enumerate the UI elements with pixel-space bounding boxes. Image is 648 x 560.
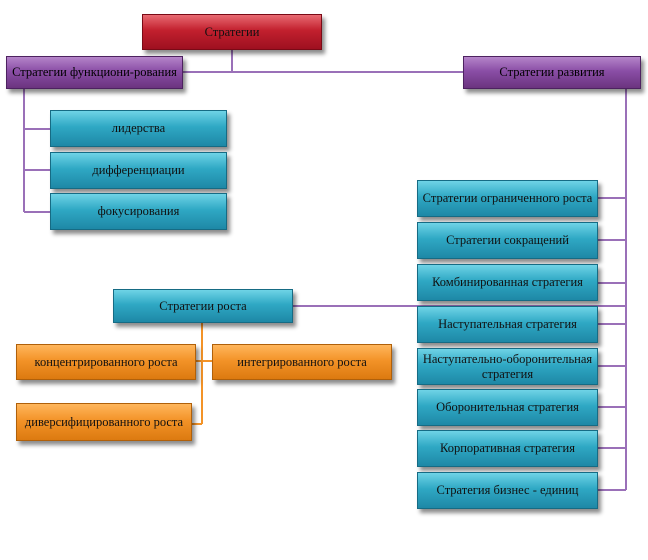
growth-label: Стратегии роста bbox=[159, 298, 247, 313]
growth-child-label: концентрированного роста bbox=[34, 354, 178, 369]
development-child-label: Стратегии сокращений bbox=[446, 233, 569, 248]
development-child-label: Оборонительная стратегия bbox=[436, 400, 579, 415]
growth-child-label: диверсифицированного роста bbox=[24, 414, 184, 429]
functioning-child-3: фокусирования bbox=[50, 193, 227, 230]
development-child-3: Комбинированная стратегия bbox=[417, 264, 598, 301]
functioning-child-label: лидерства bbox=[111, 121, 166, 136]
development-child-label: Корпоративная стратегия bbox=[439, 441, 575, 456]
development-label: Стратегии развития bbox=[499, 65, 605, 80]
root-label: Стратегии bbox=[204, 24, 260, 39]
growth-child-1: концентрированного роста bbox=[16, 344, 196, 380]
functioning-child-label: дифференциации bbox=[92, 163, 185, 178]
development-node: Стратегии развития bbox=[463, 56, 641, 89]
development-child-label: Стратегии ограниченного роста bbox=[422, 191, 593, 206]
development-child-4: Наступательная стратегия bbox=[417, 306, 598, 343]
development-child-7: Корпоративная стратегия bbox=[417, 430, 598, 467]
development-child-6: Оборонительная стратегия bbox=[417, 389, 598, 426]
development-child-5: Наступательно-оборонительная стратегия bbox=[417, 348, 598, 385]
development-child-label: Наступательная стратегия bbox=[438, 317, 577, 332]
functioning-label: Стратегии функциони-рования bbox=[12, 65, 177, 80]
functioning-child-label: фокусирования bbox=[97, 204, 180, 219]
development-child-1: Стратегии ограниченного роста bbox=[417, 180, 598, 217]
development-child-label: Комбинированная стратегия bbox=[432, 275, 583, 290]
growth-child-label: интегрированного роста bbox=[237, 354, 367, 369]
root-node: Стратегии bbox=[142, 14, 322, 50]
functioning-child-2: дифференциации bbox=[50, 152, 227, 189]
functioning-child-1: лидерства bbox=[50, 110, 227, 147]
development-child-8: Стратегия бизнес - единиц bbox=[417, 472, 598, 509]
development-child-2: Стратегии сокращений bbox=[417, 222, 598, 259]
growth-child-3: диверсифицированного роста bbox=[16, 403, 192, 441]
growth-child-2: интегрированного роста bbox=[212, 344, 392, 380]
development-child-label: Наступательно-оборонительная стратегия bbox=[422, 352, 593, 381]
functioning-node: Стратегии функциони-рования bbox=[6, 56, 183, 89]
development-child-label: Стратегия бизнес - единиц bbox=[436, 483, 579, 498]
growth-node: Стратегии роста bbox=[113, 289, 293, 323]
